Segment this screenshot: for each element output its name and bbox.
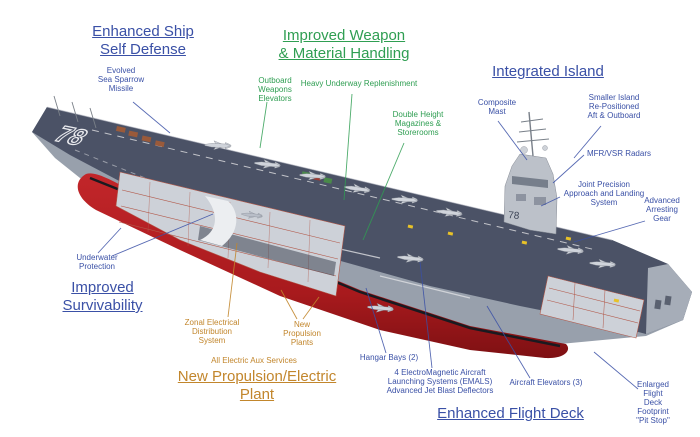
label-mfr-vsr-radars: MFR/VSR Radars xyxy=(586,149,651,158)
leader-lines-blue xyxy=(97,101,646,390)
leader-lines-green xyxy=(259,93,405,241)
heading-enhanced-ship-self-defense: Enhanced Ship Self Defense xyxy=(92,23,194,58)
label-new-propulsion-plants: New Propulsion Plants xyxy=(283,320,321,347)
label-zonal-electrical-distribution-system: Zonal Electrical Distribution System xyxy=(184,318,240,345)
heading-integrated-island: Integrated Island xyxy=(492,63,604,80)
heading-improved-weapon-material-handling: Improved Weapon & Material Handling xyxy=(278,27,410,62)
label-smaller-island-repositioned: Smaller Island Re-Positioned Aft & Outbo… xyxy=(587,93,641,120)
label-composite-mast: Composite Mast xyxy=(477,98,517,116)
island-structure: 78 xyxy=(503,111,558,235)
label-aircraft-elevators: Aircraft Elevators (3) xyxy=(509,378,583,387)
label-heavy-underway-replenishment: Heavy Underway Replenishment xyxy=(300,79,418,88)
label-evolved-sea-sparrow-missile: Evolved Sea Sparrow Missile xyxy=(97,66,145,93)
label-all-electric-aux-services: All Electric Aux Services xyxy=(211,356,297,365)
label-double-height-magazines-storerooms: Double Height Magazines & Storerooms xyxy=(392,110,444,137)
label-emals-jet-blast-deflectors: 4 ElectroMagnetic Aircraft Launching Sys… xyxy=(386,368,494,395)
midship-cutaway xyxy=(115,171,346,297)
leader-lines-orange xyxy=(227,242,320,320)
label-enlarged-flight-deck-pit-stop: Enlarged Flight Deck Footprint "Pit Stop… xyxy=(636,380,670,425)
stern-fantail xyxy=(646,264,692,334)
bow-antennas xyxy=(53,95,97,129)
hull-number-island: 78 xyxy=(508,210,520,222)
heading-enhanced-flight-deck: Enhanced Flight Deck xyxy=(437,405,584,422)
heading-new-propulsion-electric-plant: New Propulsion/Electric Plant xyxy=(177,368,337,403)
label-joint-precision-approach-landing-system: Joint Precision Approach and Landing Sys… xyxy=(563,180,645,207)
label-hangar-bays: Hangar Bays (2) xyxy=(359,353,419,362)
aft-cutaway xyxy=(539,275,645,339)
label-advanced-arresting-gear: Advanced Arresting Gear xyxy=(644,196,680,223)
heading-improved-survivability: Improved Survivability xyxy=(62,279,143,314)
mast-icon xyxy=(528,111,534,157)
label-underwater-protection: Underwater Protection xyxy=(76,253,118,271)
label-outboard-weapons-elevators: Outboard Weapons Elevators xyxy=(258,76,292,103)
